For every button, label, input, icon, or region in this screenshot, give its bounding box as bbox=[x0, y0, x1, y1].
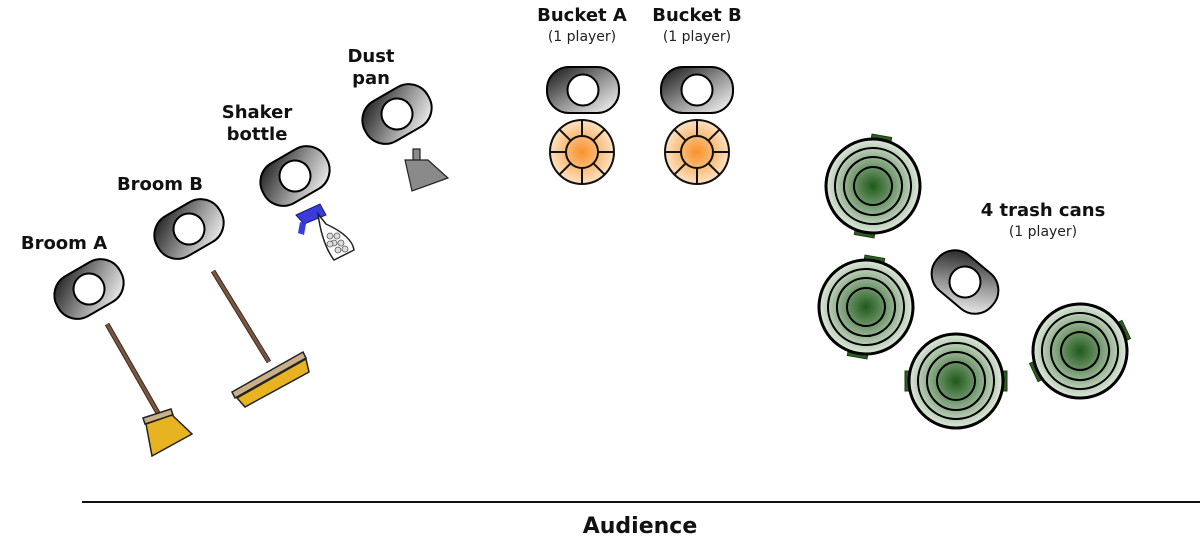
bucket-b-icon bbox=[664, 119, 730, 185]
trash-can-icon-4 bbox=[1012, 285, 1148, 417]
label-trash-cans: 4 trash cans bbox=[980, 200, 1106, 221]
label-shaker-line-1: Shaker bbox=[221, 102, 293, 123]
label-broom-b: Broom B bbox=[116, 174, 204, 195]
sublabel-bucket-b: (1 player) bbox=[662, 29, 732, 45]
monitor-wedge-bucket-a bbox=[546, 66, 620, 114]
monitor-wedge-shaker bbox=[251, 137, 339, 215]
sublabel-bucket-a: (1 player) bbox=[547, 29, 617, 45]
label-dust-pan-line-1: Dust bbox=[347, 46, 395, 67]
label-dust-pan: Dust pan bbox=[321, 46, 421, 90]
bucket-a-icon bbox=[549, 119, 615, 185]
spray-bottle-icon bbox=[295, 203, 355, 261]
monitor-wedge-trash-cans bbox=[921, 240, 1009, 324]
trash-can-icon-3 bbox=[903, 332, 1009, 430]
monitor-wedge-broom-a bbox=[45, 250, 133, 328]
broom-icon bbox=[104, 322, 194, 458]
trash-can-icon-1 bbox=[816, 126, 930, 246]
label-dust-pan-line-2: pan bbox=[352, 68, 390, 89]
label-bucket-b: Bucket B bbox=[652, 5, 742, 26]
dust-pan-icon bbox=[404, 148, 450, 192]
label-shaker-bottle: Shaker bottle bbox=[207, 102, 307, 146]
label-broom-a: Broom A bbox=[20, 233, 108, 254]
monitor-wedge-broom-b bbox=[145, 190, 233, 268]
label-shaker-line-2: bottle bbox=[226, 124, 288, 145]
sublabel-trash-cans: (1 player) bbox=[1008, 224, 1078, 240]
monitor-wedge-bucket-b bbox=[660, 66, 734, 114]
trash-can-icon-2 bbox=[809, 247, 923, 367]
audience-label: Audience bbox=[582, 514, 698, 539]
push-broom-icon bbox=[210, 269, 310, 408]
label-bucket-a: Bucket A bbox=[537, 5, 627, 26]
